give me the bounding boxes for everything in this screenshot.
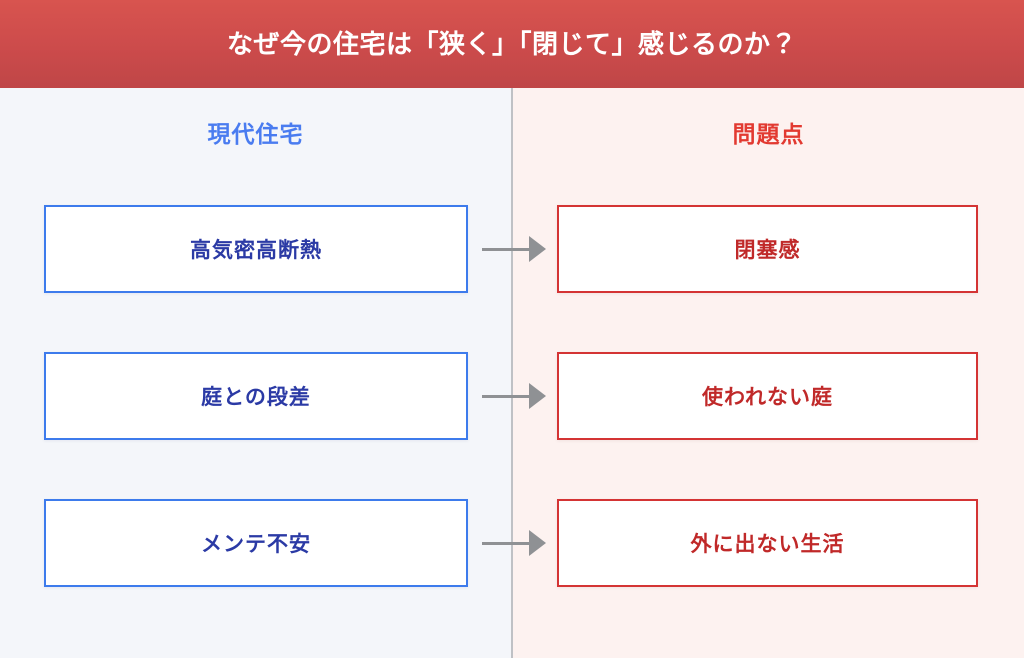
arrow-shaft	[482, 394, 532, 398]
arrow-right-icon	[482, 236, 546, 262]
diagram-body: 現代住宅 高気密高断熱 庭との段差 メンテ不安 問題点 閉塞感 使われない庭 外…	[0, 88, 1024, 658]
right-box-unused-garden: 使われない庭	[557, 352, 978, 440]
arrow-right-icon	[482, 530, 546, 556]
arrow-head	[529, 530, 546, 556]
left-column-heading: 現代住宅	[207, 121, 304, 147]
arrow-shaft	[482, 541, 532, 545]
right-column-heading: 問題点	[732, 121, 805, 147]
left-box-maintenance-anxiety: メンテ不安	[44, 499, 468, 587]
right-column-problems: 問題点 閉塞感 使われない庭 外に出ない生活	[513, 88, 1024, 658]
arrow-right-icon	[482, 383, 546, 409]
arrow-head	[529, 383, 546, 409]
column-divider	[511, 88, 513, 658]
arrow-shaft	[482, 247, 532, 251]
left-column-modern-housing: 現代住宅 高気密高断熱 庭との段差 メンテ不安	[0, 88, 511, 658]
header-banner: なぜ今の住宅は「狭く」「閉じて」感じるのか？	[0, 0, 1024, 88]
arrow-head	[529, 236, 546, 262]
right-box-indoor-life: 外に出ない生活	[557, 499, 978, 587]
page-title: なぜ今の住宅は「狭く」「閉じて」感じるのか？	[226, 29, 797, 59]
left-box-garden-step: 庭との段差	[44, 352, 468, 440]
left-box-high-insulation: 高気密高断熱	[44, 205, 468, 293]
right-box-closed-feeling: 閉塞感	[557, 205, 978, 293]
